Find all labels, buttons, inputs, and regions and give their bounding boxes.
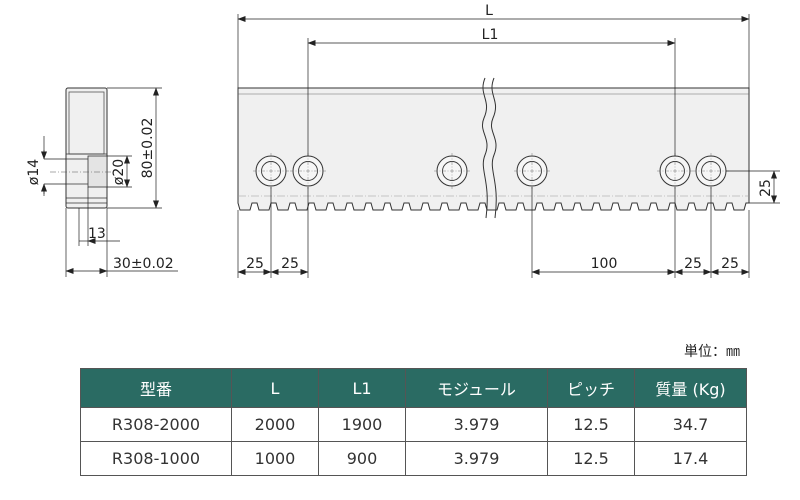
cell-pitch: 12.5 [547,441,635,476]
cell-hole-span: 900 [318,441,406,476]
mounting-hole [253,153,289,189]
cell-module: 3.979 [405,407,548,442]
rack-body [237,87,750,211]
cell-model: R308-1000 [80,441,232,476]
dim-hole-small-label: ø14 [26,159,42,185]
side-view-dimensions [41,87,178,277]
cell-hole-span: 1900 [318,407,406,442]
dim-tooth-offset-label: 25 [758,179,774,197]
break-mark [482,77,488,219]
cell-model: R308-2000 [80,407,232,442]
rack-front-view [237,77,750,219]
cell-mass: 17.4 [634,441,747,476]
unit-note: 単位：㎜ [684,344,740,360]
rack-dimensions [237,14,780,278]
cell-length: 1000 [231,441,319,476]
spec-table: 型番 L L1 モジュール ピッチ 質量 (Kg) R308-2000 2000… [80,368,747,476]
cell-mass: 34.7 [634,407,747,442]
cell-module: 3.979 [405,441,548,476]
table-header-row: 型番 L L1 モジュール ピッチ 質量 (Kg) [80,368,747,408]
header-mass: 質量 (Kg) [634,368,747,408]
cell-pitch: 12.5 [547,407,635,442]
header-length: L [231,368,319,408]
dim-right-25a-label: 25 [684,256,702,272]
dim-width-label: 30±0.02 [113,256,174,272]
mounting-hole [434,153,470,189]
mounting-hole [514,153,550,189]
dim-left-25b-label: 25 [281,256,299,272]
side-view-counterbore [87,155,108,188]
dim-right-25b-label: 25 [721,256,739,272]
dim-hole-large-label: ø20 [111,159,127,185]
technical-drawing: 80±0.02 ø14 ø20 13 30±0.02 [26,3,780,278]
dim-hole-span-label: L1 [482,27,499,43]
header-model: 型番 [80,368,232,408]
table-row: R308-2000 2000 1900 3.979 12.5 34.7 [80,407,747,442]
mounting-hole [693,153,729,189]
mounting-hole [290,153,326,189]
cell-length: 2000 [231,407,319,442]
table-row: R308-1000 1000 900 3.979 12.5 17.4 [80,441,747,476]
dim-offset-13-label: 13 [88,226,106,242]
side-view-body [65,87,108,209]
header-module: モジュール [405,368,548,408]
dim-total-length-label: L [485,3,493,19]
dim-height-label: 80±0.02 [140,118,156,179]
header-hole-span: L1 [318,368,406,408]
side-view [50,87,115,209]
dim-center-100-label: 100 [591,256,618,272]
header-pitch: ピッチ [547,368,635,408]
dim-left-25a-label: 25 [246,256,264,272]
